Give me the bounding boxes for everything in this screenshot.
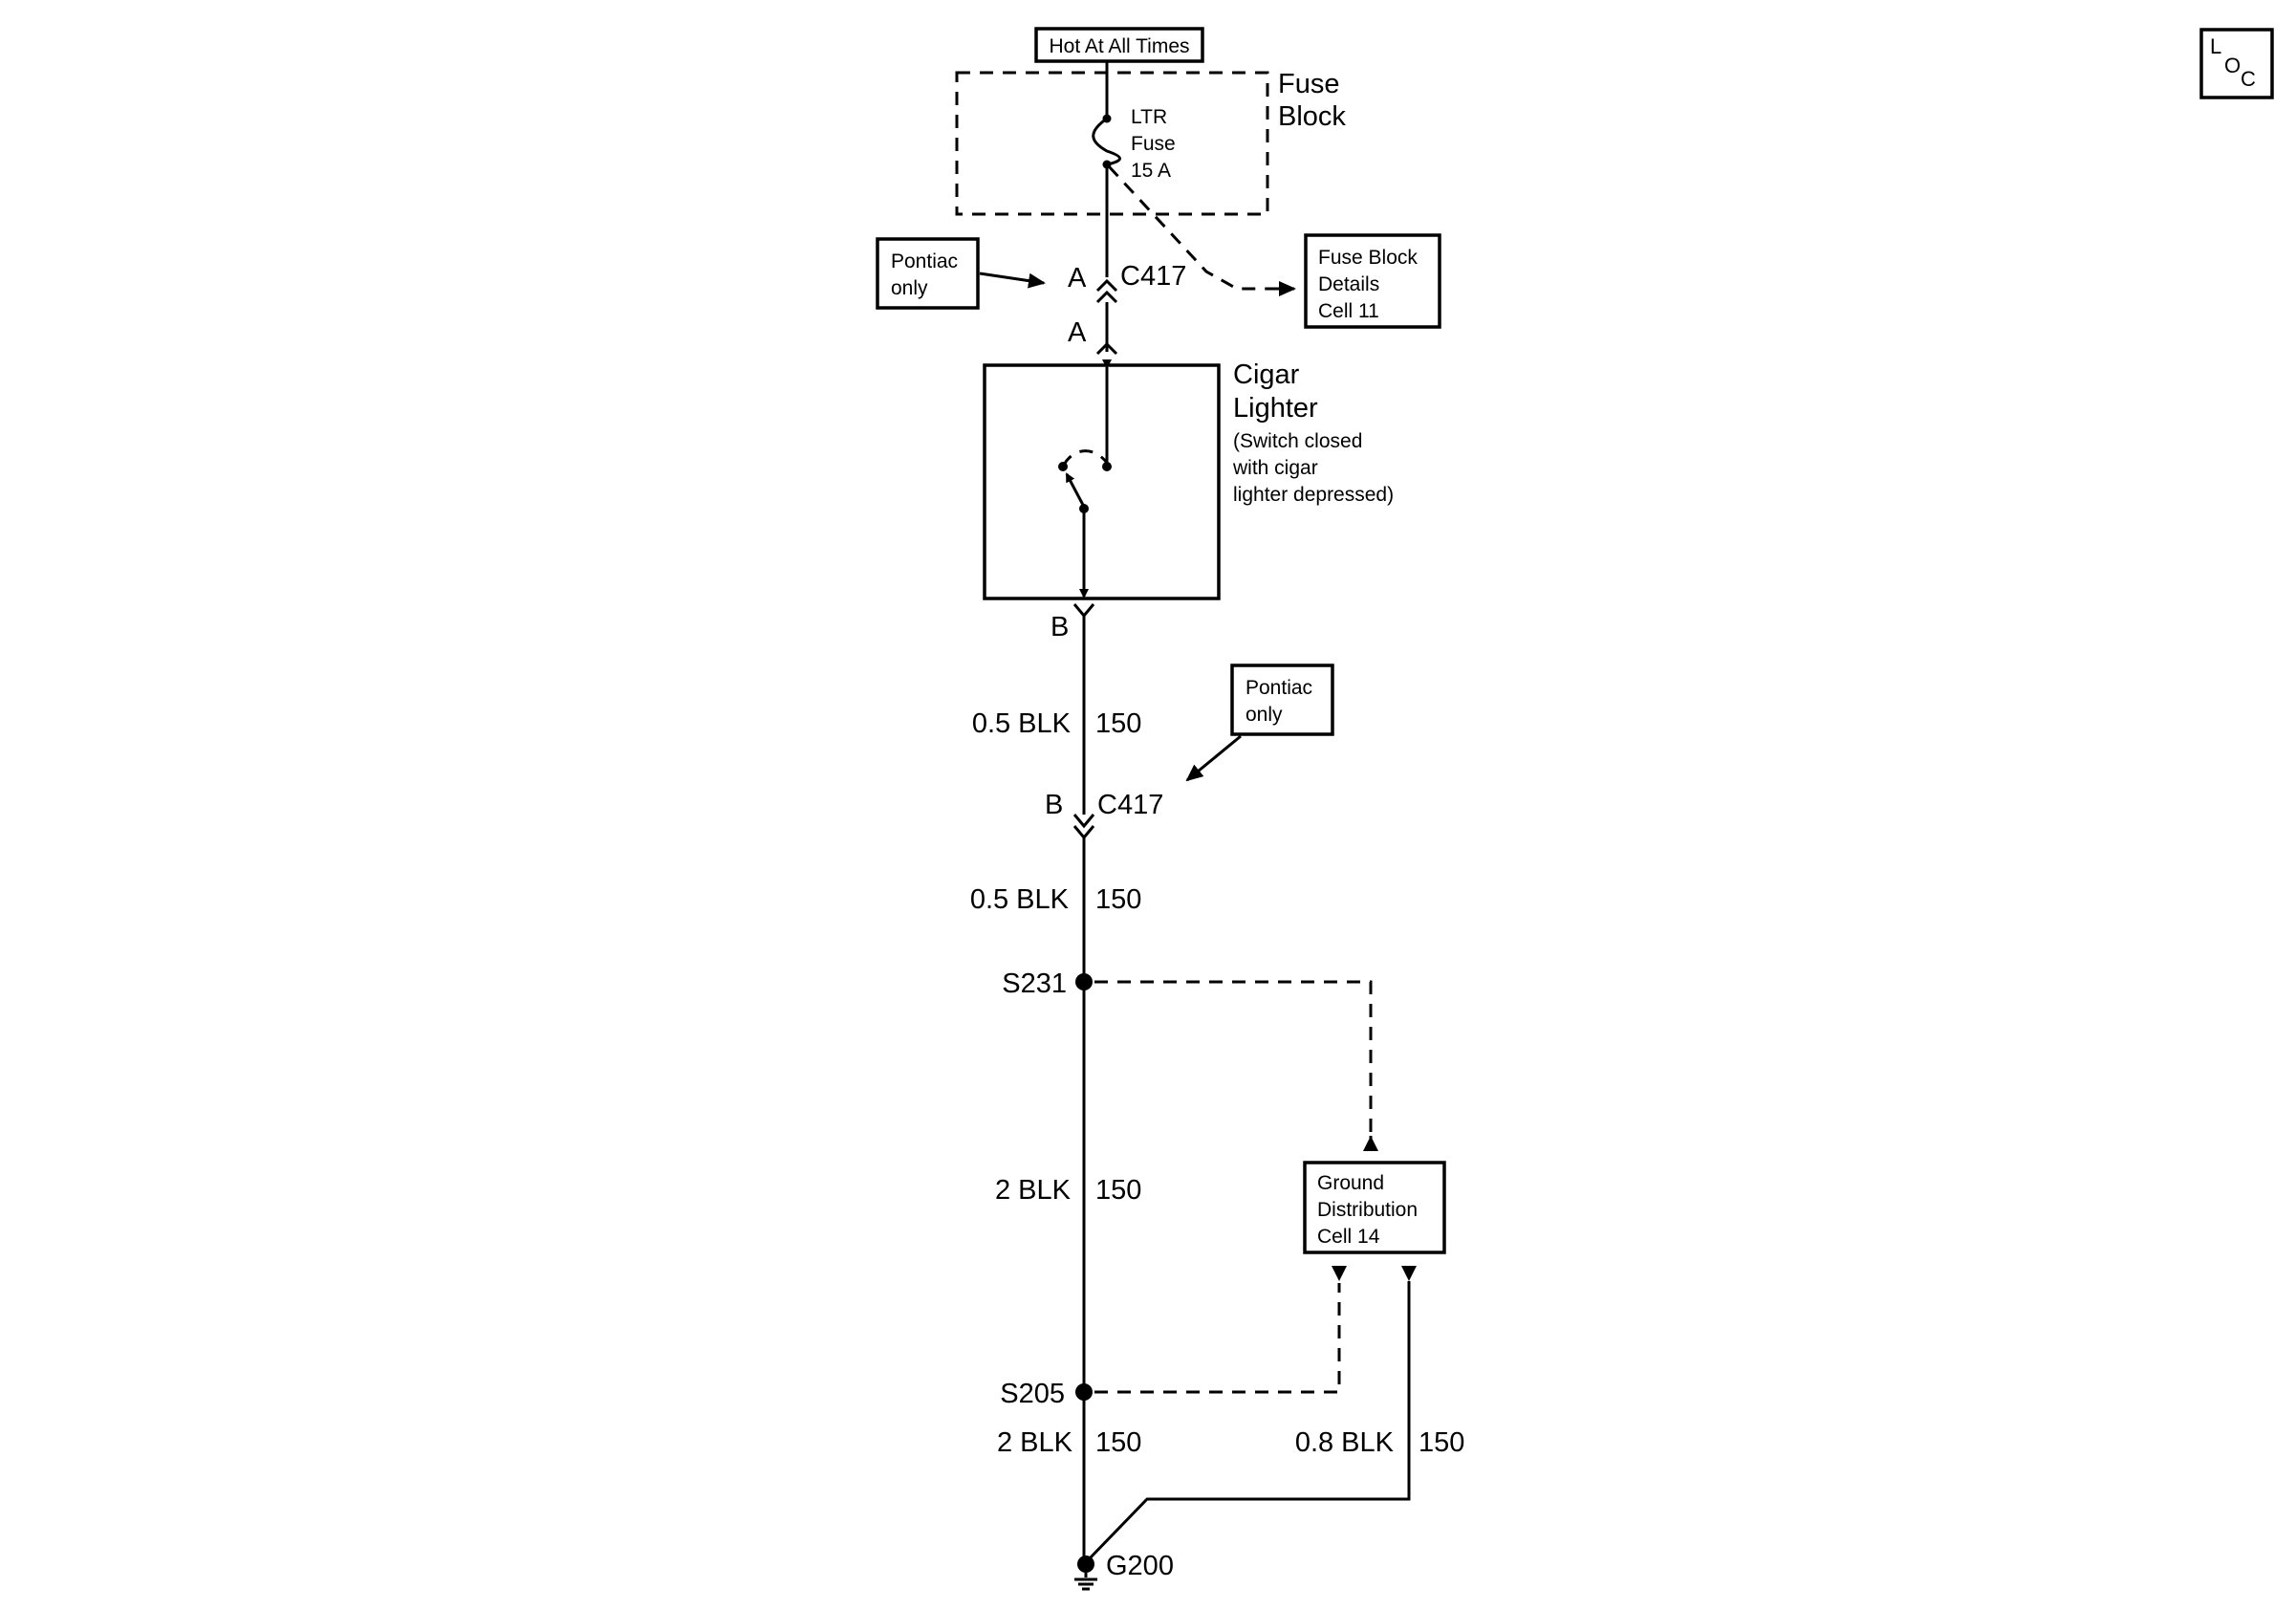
- connector-lower-pin-component: B: [1051, 612, 1069, 642]
- cigar-lighter-desc-line3: lighter depressed): [1233, 484, 1394, 506]
- power-source-text: Hot At All Times: [1049, 35, 1189, 57]
- loc-icon-l: L: [2210, 34, 2221, 58]
- lighter-switch-symbol: [1058, 359, 1112, 598]
- wire5-circuit: 150: [1419, 1427, 1464, 1458]
- fuse-block: Fuse Block LTR Fuse 15 A: [955, 69, 1346, 216]
- splice-s231: S231: [1002, 968, 1378, 1151]
- ground-distribution-note: Ground Distribution Cell 14: [1303, 1161, 1446, 1281]
- ground-dist-line2: Distribution: [1317, 1199, 1418, 1221]
- cigar-lighter-desc-line2: with cigar: [1232, 457, 1318, 479]
- fuse-details-reference-line: [1107, 164, 1296, 296]
- wire4-gauge: 2 BLK: [997, 1427, 1073, 1458]
- locator-icon: L O C: [2199, 28, 2274, 99]
- fuse-label-line3: 15 A: [1131, 160, 1171, 182]
- wire2-circuit: 150: [1095, 884, 1141, 915]
- pontiac-lower-line1: Pontiac: [1245, 677, 1312, 699]
- splice-s205: S205: [1000, 1283, 1341, 1409]
- wire3-gauge: 2 BLK: [995, 1175, 1072, 1206]
- splice-upper-label: S231: [1002, 968, 1067, 999]
- connector-c417-upper: A C417 A: [1068, 261, 1186, 356]
- fuse-details-line2: Details: [1318, 273, 1379, 295]
- fuse-details-line1: Fuse Block: [1318, 247, 1418, 269]
- fuse-details-line3: Cell 11: [1318, 300, 1379, 322]
- fuse-block-title-line2: Block: [1278, 101, 1346, 132]
- ground-g200: G200: [1074, 1551, 1174, 1591]
- wire1-gauge: 0.5 BLK: [972, 708, 1072, 739]
- ground-label: G200: [1106, 1551, 1174, 1581]
- fuse-symbol: [1092, 61, 1121, 277]
- connector-upper-name: C417: [1120, 261, 1186, 292]
- connector-lower-name: C417: [1097, 790, 1163, 820]
- wire-run-main: [1072, 603, 1095, 1558]
- wire2-gauge: 0.5 BLK: [970, 884, 1070, 915]
- pontiac-lower-line2: only: [1245, 704, 1283, 726]
- connector-upper-pin-component: A: [1068, 317, 1087, 348]
- pontiac-only-note-upper: Pontiac only: [876, 237, 1046, 310]
- fuse-label-line1: LTR: [1131, 106, 1167, 128]
- pontiac-only-note-lower: Pontiac only: [1185, 664, 1334, 782]
- fuse-block-title-line1: Fuse: [1278, 69, 1339, 99]
- ground-dist-line3: Cell 14: [1317, 1226, 1380, 1248]
- wire1-circuit: 150: [1095, 708, 1141, 739]
- connector-lower-pin: B: [1045, 790, 1063, 820]
- ground-dist-line1: Ground: [1317, 1172, 1384, 1194]
- cigar-lighter-title-line2: Lighter: [1233, 393, 1318, 424]
- cigar-lighter-title-line1: Cigar: [1233, 359, 1300, 390]
- splice-lower-label: S205: [1000, 1379, 1065, 1409]
- loc-icon-c: C: [2241, 67, 2256, 91]
- wire5-gauge: 0.8 BLK: [1295, 1427, 1395, 1458]
- loc-icon-o: O: [2224, 54, 2241, 77]
- cigar-lighter-desc-line1: (Switch closed: [1233, 430, 1362, 452]
- power-source-label: Hot At All Times: [1034, 27, 1204, 63]
- pontiac-upper-line1: Pontiac: [891, 250, 958, 272]
- fuse-block-details-note: Fuse Block Details Cell 11: [1304, 233, 1441, 329]
- wire5-route: [1088, 1281, 1411, 1560]
- wire4-circuit: 150: [1095, 1427, 1141, 1458]
- fuse-label-line2: Fuse: [1131, 133, 1176, 155]
- pontiac-upper-line2: only: [891, 277, 928, 299]
- connector-upper-pin: A: [1068, 263, 1087, 294]
- cigar-lighter-component: Cigar Lighter (Switch closed with cigar …: [983, 359, 1394, 600]
- wire3-circuit: 150: [1095, 1175, 1141, 1206]
